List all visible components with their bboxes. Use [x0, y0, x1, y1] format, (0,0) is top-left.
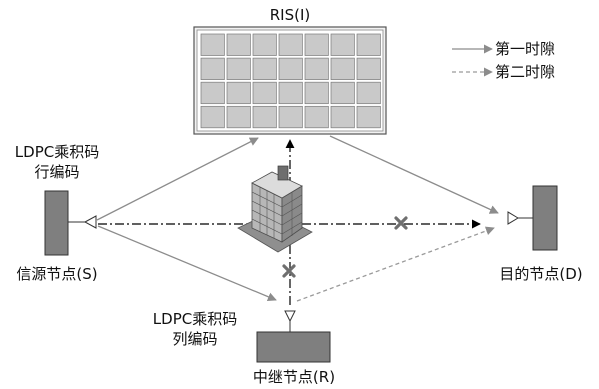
ris-element — [330, 105, 355, 129]
building-icon — [237, 165, 313, 253]
source-code-label-line1: LDPC乘积码 — [14, 143, 100, 161]
relay-node — [256, 310, 331, 363]
ris-element — [226, 105, 251, 129]
ris-element — [200, 81, 225, 105]
source-code-label-line2: 行编码 — [34, 163, 80, 181]
ris-element — [226, 81, 251, 105]
ris-element — [200, 57, 225, 80]
relay-code-label-line1: LDPC乘积码 — [152, 310, 238, 328]
destination-node — [507, 185, 558, 251]
ris-element — [304, 105, 329, 129]
ris-element — [278, 105, 303, 129]
ris-element — [200, 33, 225, 56]
legend — [452, 44, 493, 77]
ris-element — [252, 105, 277, 129]
ris-element — [226, 57, 251, 80]
ris-element — [356, 57, 381, 80]
antenna-icon — [507, 211, 519, 225]
link-source-to-relay — [97, 225, 277, 302]
relay-node-label: 中继节点(R) — [252, 368, 336, 386]
ris-element — [252, 57, 277, 80]
link-ris-to-destination — [329, 135, 499, 214]
ris-element — [252, 81, 277, 105]
x-mark-icon — [282, 264, 296, 278]
ris-element-grid — [200, 33, 381, 129]
source-node — [44, 190, 97, 256]
antenna-icon — [83, 215, 97, 229]
ris-element — [252, 33, 277, 56]
ris-element — [330, 81, 355, 105]
ris-element — [330, 33, 355, 56]
ris-element — [356, 105, 381, 129]
antenna-icon — [284, 310, 296, 323]
relay-code-label-line2: 列编码 — [172, 330, 218, 348]
ris-element — [356, 81, 381, 105]
ris-element — [304, 33, 329, 56]
x-mark-icon — [394, 216, 408, 230]
ris-panel — [193, 26, 387, 135]
ris-element — [278, 33, 303, 56]
ris-element — [226, 33, 251, 56]
ris-element — [278, 57, 303, 80]
link-relay-to-destination — [296, 226, 495, 302]
legend-phase1-label: 第一时隙 — [495, 40, 556, 58]
legend-phase2-label: 第二时隙 — [495, 63, 556, 81]
ris-element — [304, 57, 329, 80]
ris-element — [200, 105, 225, 129]
source-node-label: 信源节点(S) — [16, 265, 98, 283]
ris-element — [330, 57, 355, 80]
link-source-to-ris — [96, 137, 259, 221]
destination-node-label: 目的节点(D) — [499, 265, 583, 283]
ris-element — [304, 81, 329, 105]
ris-element — [278, 81, 303, 105]
ris-label: RIS(I) — [269, 6, 311, 24]
ris-element — [356, 33, 381, 56]
